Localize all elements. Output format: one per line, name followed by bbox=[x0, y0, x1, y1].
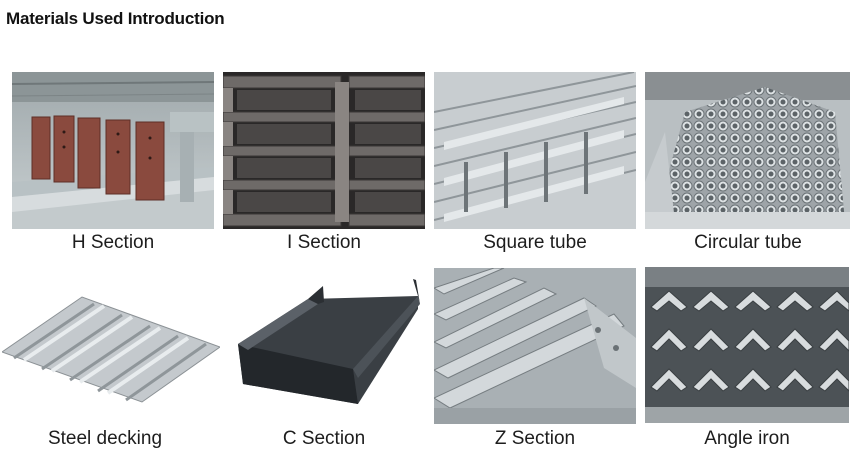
material-label-steel-decking: Steel decking bbox=[47, 428, 163, 449]
material-card-square-tube[interactable] bbox=[434, 72, 636, 229]
square-tube-image bbox=[434, 72, 636, 229]
material-label-z-section: Z Section bbox=[494, 428, 576, 449]
page-title: Materials Used Introduction bbox=[6, 9, 225, 28]
i-section-image bbox=[223, 72, 425, 229]
material-card-steel-decking[interactable] bbox=[2, 272, 220, 412]
angle-iron-image bbox=[645, 267, 849, 423]
material-label-c-section: C Section bbox=[282, 428, 366, 449]
material-label-h-section: H Section bbox=[71, 232, 155, 253]
material-card-circular-tube[interactable] bbox=[645, 72, 850, 229]
material-card-angle-iron[interactable] bbox=[645, 267, 849, 423]
material-card-z-section[interactable] bbox=[434, 268, 636, 424]
material-card-i-section[interactable] bbox=[223, 72, 425, 229]
h-section-image bbox=[12, 72, 214, 229]
material-label-angle-iron: Angle iron bbox=[704, 428, 790, 449]
z-section-image bbox=[434, 268, 636, 424]
c-section-image bbox=[228, 274, 420, 408]
material-label-square-tube: Square tube bbox=[483, 232, 587, 253]
material-card-h-section[interactable] bbox=[12, 72, 214, 229]
material-card-c-section[interactable] bbox=[228, 274, 420, 408]
steel-decking-image bbox=[2, 272, 220, 412]
material-label-i-section: I Section bbox=[287, 232, 361, 253]
circular-tube-image bbox=[645, 72, 850, 229]
material-label-circular-tube: Circular tube bbox=[694, 232, 802, 253]
